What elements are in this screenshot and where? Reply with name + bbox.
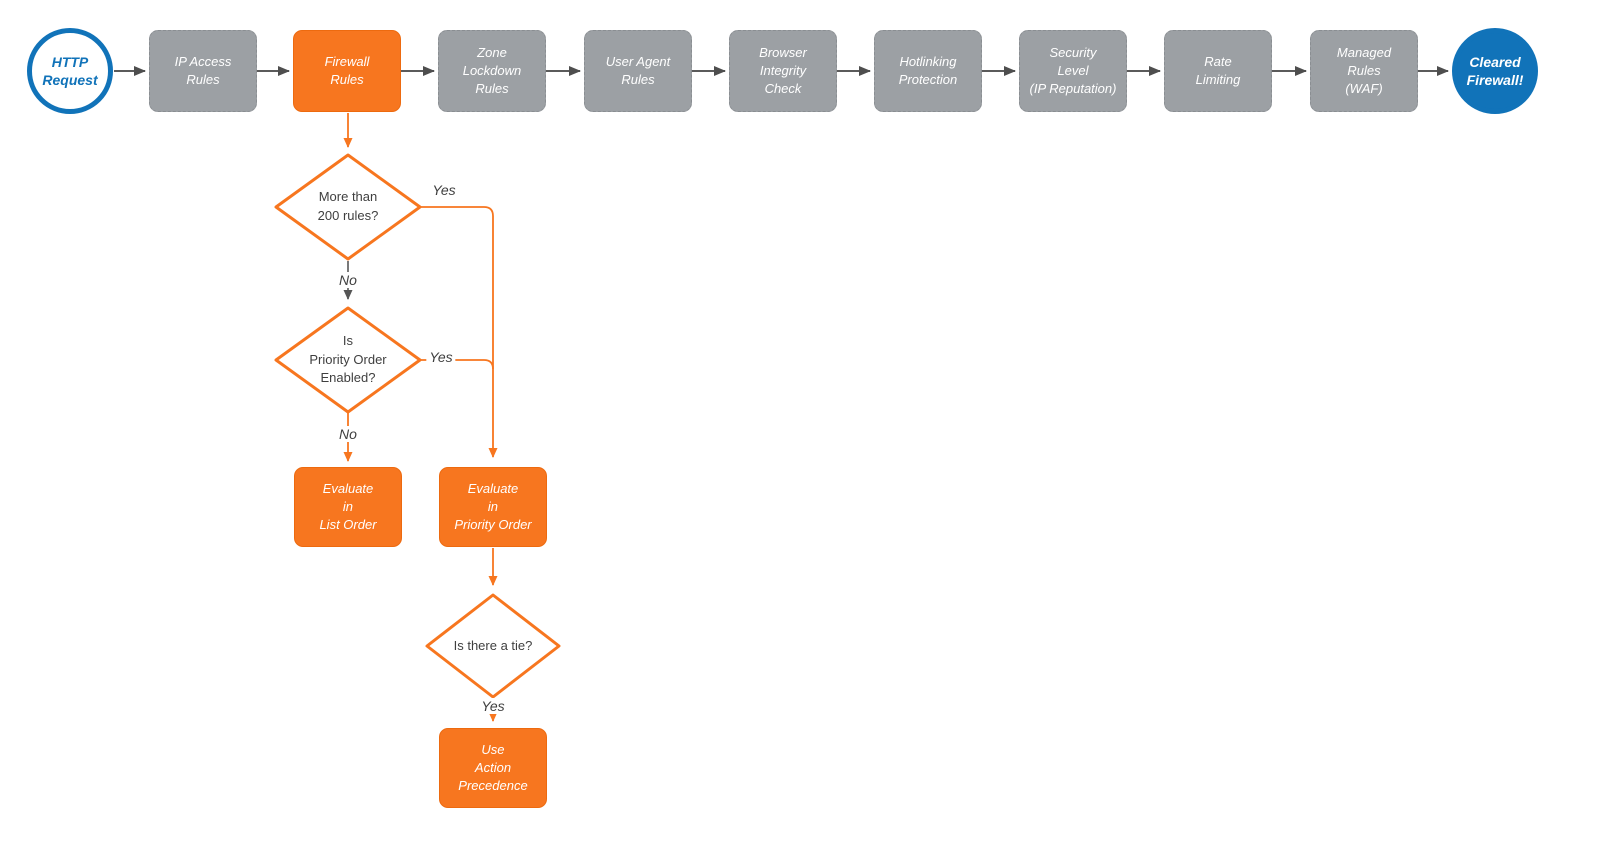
node-use-action-precedence: Use Action Precedence — [439, 728, 547, 808]
node-decision-more-than-200-rules: More than 200 rules? — [272, 151, 424, 263]
node-rate-limiting: Rate Limiting — [1164, 30, 1272, 112]
node-http-request: HTTP Request — [27, 28, 113, 114]
node-firewall-rules: Firewall Rules — [293, 30, 401, 112]
edge-label-tie-yes: Yes — [478, 698, 508, 714]
node-evaluate-in-priority-order: Evaluate in Priority Order — [439, 467, 547, 547]
node-evaluate-in-list-order: Evaluate in List Order — [294, 467, 402, 547]
edge-decision-rules-yes — [421, 206, 498, 458]
decision-label: Is Priority Order Enabled? — [309, 332, 387, 386]
diamond-shape — [274, 153, 422, 261]
edge-decision-priority-yes — [421, 359, 494, 370]
diamond-shape — [425, 593, 561, 699]
node-ip-access-rules: IP Access Rules — [149, 30, 257, 112]
edge-label-priority-yes: Yes — [426, 349, 456, 365]
node-security-level: Security Level (IP Reputation) — [1019, 30, 1127, 112]
node-cleared-firewall: Cleared Firewall! — [1452, 28, 1538, 114]
decision-label: Is there a tie? — [453, 637, 533, 653]
node-zone-lockdown-rules: Zone Lockdown Rules — [438, 30, 546, 112]
node-decision-is-there-a-tie: Is there a tie? — [423, 591, 563, 701]
node-user-agent-rules: User Agent Rules — [584, 30, 692, 112]
edge-label-rules-no: No — [336, 272, 360, 288]
node-managed-rules-waf: Managed Rules (WAF) — [1310, 30, 1418, 112]
diamond-shape — [274, 306, 422, 414]
node-browser-integrity-check: Browser Integrity Check — [729, 30, 837, 112]
decision-label: More than 200 rules? — [317, 189, 379, 223]
edge-label-rules-yes: Yes — [429, 182, 459, 198]
node-decision-priority-order-enabled: Is Priority Order Enabled? — [272, 304, 424, 416]
node-hotlinking-protection: Hotlinking Protection — [874, 30, 982, 112]
edge-label-priority-no: No — [336, 426, 360, 442]
